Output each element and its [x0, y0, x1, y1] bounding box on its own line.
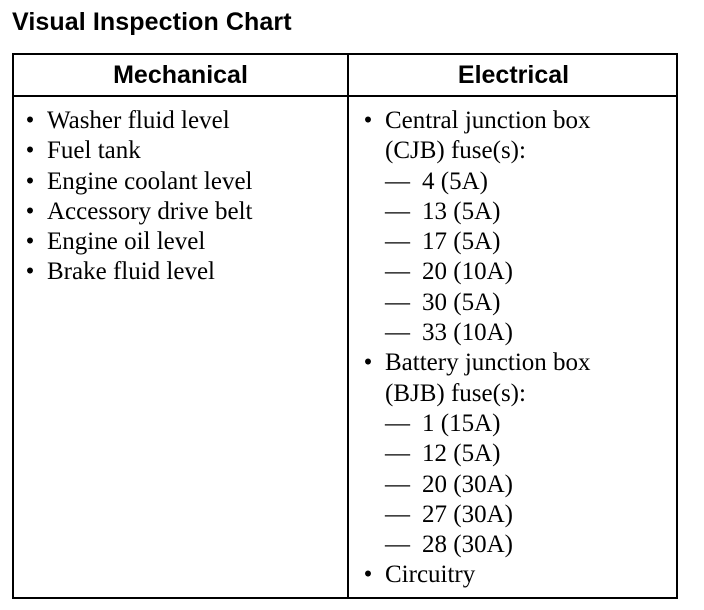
bullet-icon: • — [25, 258, 35, 286]
dash-icon: — — [385, 228, 410, 256]
bullet-icon: • — [363, 107, 373, 134]
fuse-item: — 1 (15A) — [360, 409, 591, 439]
list-item-label: Engine oil level — [47, 228, 206, 256]
dash-icon: — — [385, 440, 410, 468]
fuse-item: — 20 (10A) — [360, 257, 591, 287]
list-item-label: Brake fluid level — [47, 258, 215, 286]
circuitry-label: Circuitry — [385, 561, 476, 589]
fuse-label: 4 (5A) — [422, 167, 488, 195]
fuse-label: 13 (5A) — [422, 197, 501, 225]
list-item: • Fuel tank — [22, 136, 252, 166]
list-item: • Brake fluid level — [22, 257, 252, 287]
fuse-item: — 27 (30A) — [360, 500, 591, 530]
header-divider — [14, 95, 676, 97]
fuse-label: 17 (5A) — [422, 228, 501, 256]
electrical-list: • Central junction box (CJB) fuse(s): — 4… — [360, 106, 591, 591]
bullet-icon: • — [363, 349, 373, 377]
fuse-item: — 20 (30A) — [360, 470, 591, 500]
page-title: Visual Inspection Chart — [12, 8, 292, 36]
list-item-label: Washer fluid level — [47, 107, 230, 134]
dash-icon: — — [385, 500, 410, 528]
bullet-icon: • — [25, 107, 35, 134]
dash-icon: — — [385, 531, 410, 559]
list-item: • Washer fluid level — [22, 106, 252, 136]
dash-icon: — — [385, 319, 410, 347]
fuse-label: 27 (30A) — [422, 500, 513, 528]
column-divider — [347, 55, 349, 597]
list-item-label: Fuel tank — [47, 137, 141, 165]
bullet-icon: • — [25, 137, 35, 165]
electrical-column-header: Electrical — [457, 61, 570, 89]
bullet-icon: • — [25, 197, 35, 225]
mechanical-column-header: Mechanical — [113, 61, 248, 89]
fuse-label: 33 (10A) — [422, 319, 513, 347]
list-item-label: Accessory drive belt — [47, 197, 253, 225]
fuse-label: 12 (5A) — [422, 440, 501, 468]
cjb-label-line2: (CJB) fuse(s): — [385, 137, 526, 165]
fuse-item: — 30 (5A) — [360, 288, 591, 318]
list-item: • Accessory drive belt — [22, 197, 253, 227]
fuse-item: — 12 (5A) — [360, 439, 591, 469]
fuse-label: 20 (10A) — [422, 258, 513, 286]
list-item: • Engine coolant level — [22, 167, 253, 197]
inspection-table: Mechanical Electrical • Washer fluid lev… — [12, 53, 678, 599]
fuse-item: — 4 (5A) — [360, 167, 591, 197]
bullet-icon: • — [25, 228, 35, 256]
fuse-item: — 28 (30A) — [360, 530, 591, 560]
dash-icon: — — [385, 288, 410, 316]
fuse-label: 30 (5A) — [422, 288, 501, 316]
circuitry-item: • Circuitry — [360, 560, 591, 590]
dash-icon: — — [385, 409, 410, 437]
bullet-icon: • — [363, 561, 373, 589]
bjb-label-line1: Battery junction box — [385, 349, 591, 377]
list-item-label: Engine coolant level — [47, 167, 253, 195]
dash-icon: — — [385, 197, 410, 225]
fuse-label: 20 (30A) — [422, 470, 513, 498]
dash-icon: — — [385, 167, 410, 195]
bullet-icon: • — [25, 167, 35, 195]
bjb-heading: • Battery junction box — [360, 348, 591, 378]
dash-icon: — — [385, 258, 410, 286]
fuse-item: — 33 (10A) — [360, 318, 591, 348]
cjb-label-line1: Central junction box — [385, 107, 591, 134]
fuse-label: 28 (30A) — [422, 531, 513, 559]
list-item: • Engine oil level — [22, 227, 252, 257]
fuse-label: 1 (15A) — [422, 409, 501, 437]
bjb-label-line2: (BJB) fuse(s): — [385, 379, 526, 407]
dash-icon: — — [385, 470, 410, 498]
fuse-item: — 13 (5A) — [360, 197, 591, 227]
fuse-item: — 17 (5A) — [360, 227, 591, 257]
mechanical-list: • Washer fluid level • Fuel tank • Engin… — [22, 106, 253, 288]
cjb-heading: • Central junction box — [360, 106, 591, 136]
